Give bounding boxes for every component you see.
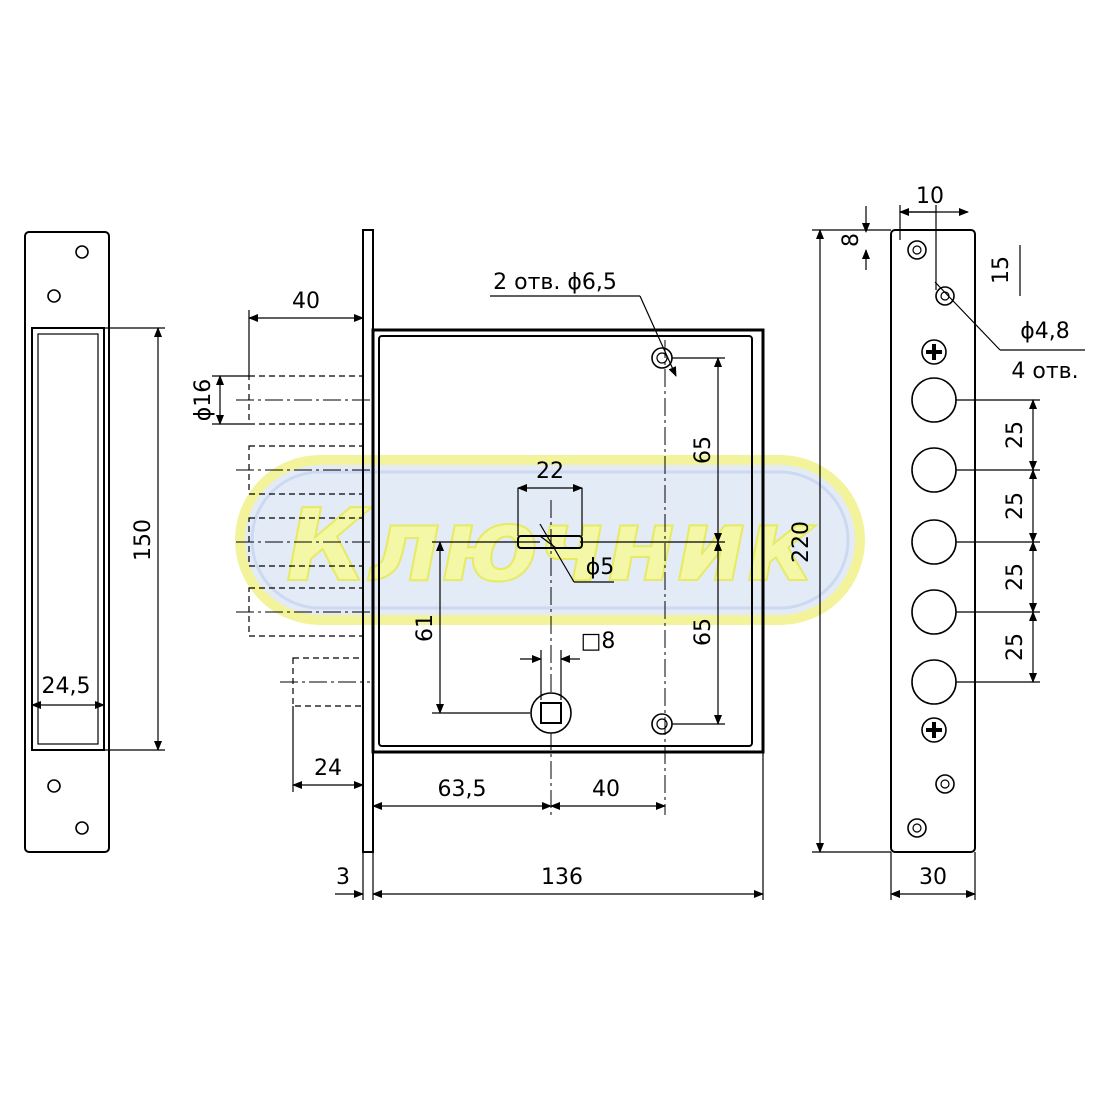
right-offset-dim: 40 [592,777,620,802]
keyhole-width-dim: 22 [536,459,564,484]
strike-hole-icon [47,289,61,303]
screw-hole-icon [907,818,927,838]
top-margin-dim: 8 [839,233,864,247]
spindle-square-dim: □8 [581,629,616,654]
lock-body: 40 ϕ16 24 2 отв. ϕ6,5 65 65 [191,229,765,900]
bolt-pitch-dim: 25 [1003,492,1028,520]
left-offset-dim: 63,5 [438,777,487,802]
spindle-height-dim: 61 [413,614,438,642]
screw-hole-icon [935,286,955,306]
bolt-head-icon [911,519,957,565]
bolt-projections [236,375,370,707]
spindle-hole-icon [530,692,572,734]
hole-step-dim: 15 [989,256,1014,284]
faceplate-width-dim: 30 [919,865,947,890]
mount-hole-icon [651,713,673,735]
strike-hole-icon [47,779,61,793]
bolt-diameter-dim: ϕ16 [191,379,216,422]
strike-hole-icon [75,821,89,835]
strike-width-dim: 24,5 [42,674,91,699]
hole-dia-dim: ϕ4,8 [1020,319,1070,344]
faceplate-thickness-dim: 3 [336,865,350,890]
lower-hole-dim: 65 [691,618,716,646]
bolt-head-icon [911,377,957,423]
bolt-pitch-dim: 25 [1003,421,1028,449]
bolt-pitch-dim: 25 [1003,563,1028,591]
bolt-pitch-dim: 25 [1003,633,1028,661]
bolt-throw-dim: 40 [292,289,320,314]
strike-plate: 24,5 150 [24,231,165,853]
strike-hole-icon [75,245,89,259]
screw-hole-icon [935,774,955,794]
screw-hole-icon [907,240,927,260]
bolt-head-icon [911,659,957,705]
mount-hole-icon [651,347,673,369]
bolt-head-icon [911,589,957,635]
latch-throw-dim: 24 [314,756,342,781]
keyhole-dia-dim: ϕ5 [586,555,615,580]
faceplate: 10 8 15 ϕ4,8 4 отв. 25 25 25 25 220 [789,184,1085,900]
strike-height-dim: 150 [131,519,156,561]
phillips-screw-icon [921,717,947,743]
bolt-head-icon [911,447,957,493]
hole-offset-dim: 10 [916,184,944,209]
hole-count-note: 4 отв. [1011,359,1078,384]
phillips-screw-icon [921,339,947,365]
mount-holes-note: 2 отв. ϕ6,5 [493,270,617,295]
upper-hole-dim: 65 [691,436,716,464]
total-height-dim: 220 [789,521,814,563]
body-width-dim: 136 [541,865,583,890]
